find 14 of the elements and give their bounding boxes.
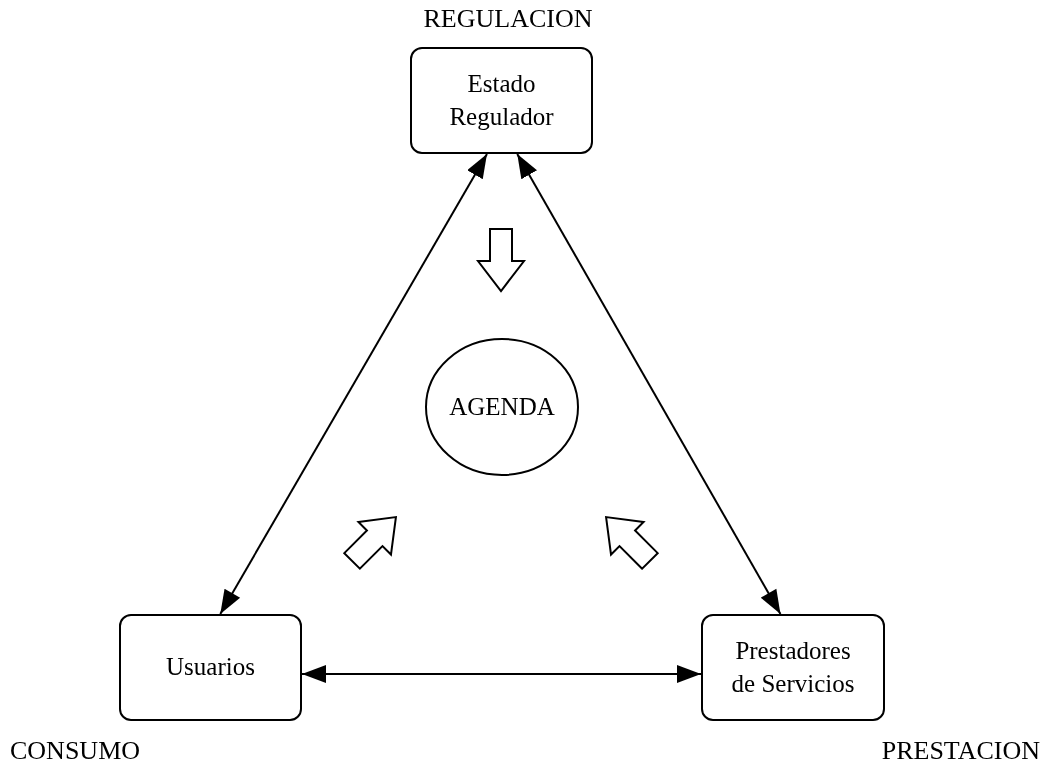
rounded-box	[119, 614, 302, 721]
rounded-box	[410, 47, 593, 154]
rounded-box	[701, 614, 885, 721]
double-arrow	[219, 153, 488, 615]
section-heading: REGULACION	[423, 5, 593, 34]
node-label: Prestadores de Servicios	[730, 636, 856, 699]
node-label: Usuarios	[166, 652, 255, 683]
double-arrow	[301, 665, 702, 683]
double-arrow	[516, 153, 782, 615]
node-label: Estado Regulador	[448, 69, 555, 132]
ellipse-node	[425, 338, 579, 476]
section-heading: CONSUMO	[10, 737, 141, 766]
node-label: AGENDA	[449, 391, 555, 422]
section-heading: PRESTACION	[881, 737, 1040, 766]
